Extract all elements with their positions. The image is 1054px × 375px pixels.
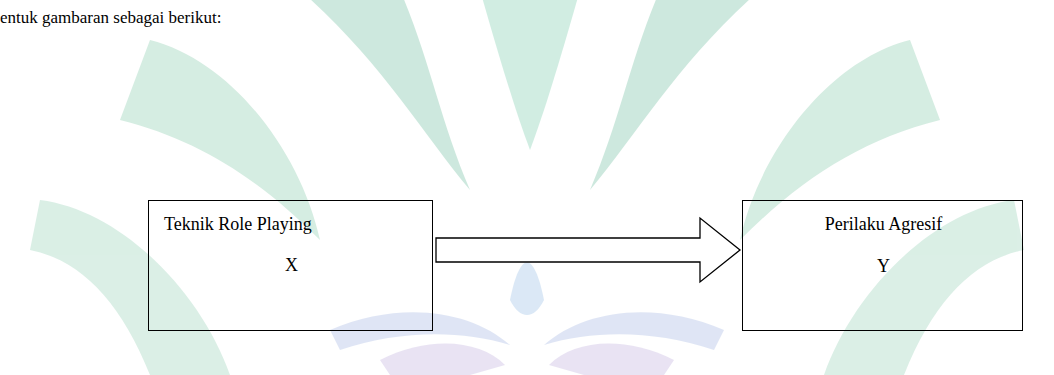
intro-text: entuk gambaran sebagai berikut: <box>0 8 221 28</box>
block-arrow <box>436 218 740 282</box>
node-title: Perilaku Agresif <box>825 213 942 235</box>
variable-symbol: X <box>285 254 298 276</box>
process-box: Perilaku AgresifY <box>742 200 1023 331</box>
process-box: Teknik Role PlayingX <box>148 200 433 331</box>
node-title: Teknik Role Playing <box>164 213 312 235</box>
variable-symbol: Y <box>877 255 890 277</box>
